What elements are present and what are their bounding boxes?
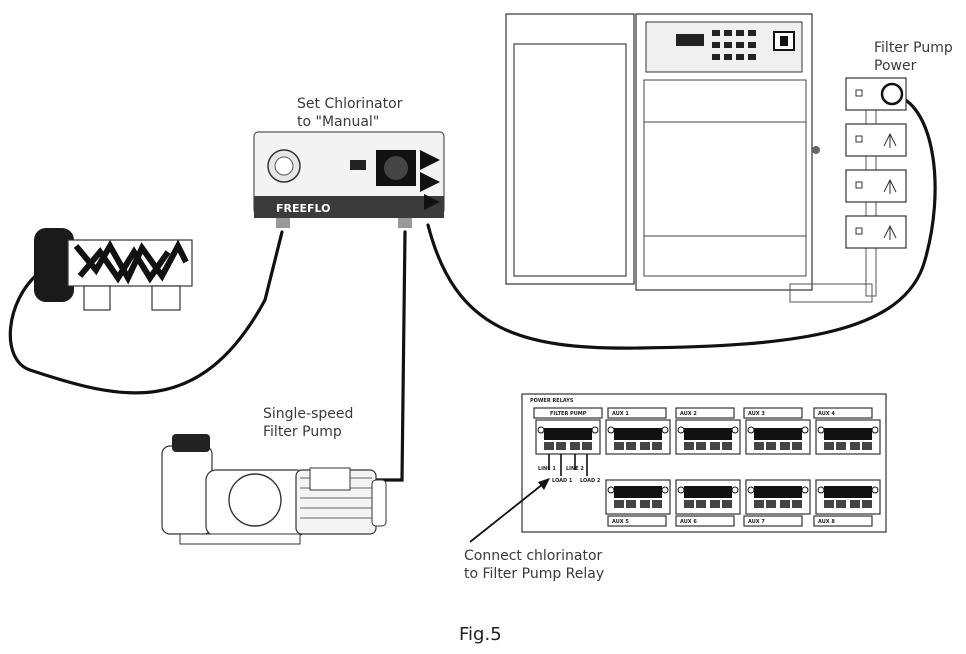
- chlorinator-unit: FREEFLO: [253, 131, 445, 228]
- relay-aux-8: [815, 479, 881, 515]
- figure-caption: Fig.5: [459, 624, 502, 645]
- relay-aux-3: [745, 419, 811, 455]
- terminal-load-2: LOAD 2: [580, 478, 601, 484]
- relay-panel-title: POWER RELAYS: [530, 398, 574, 404]
- relay-aux-2: [675, 419, 741, 455]
- relay-pointer-arrow: [469, 478, 550, 543]
- control-display: [676, 34, 704, 46]
- label-connect-1: Connect chlorinator: [464, 548, 603, 564]
- relay-label-aux-8: AUX 8: [818, 519, 835, 525]
- chlorinator-cell: [34, 228, 193, 311]
- label-set-chlorinator-1: Set Chlorinator: [297, 96, 403, 112]
- relay-aux-1: [605, 419, 671, 455]
- power-outlets: [789, 77, 907, 303]
- label-filter-pump-power-2: Power: [874, 58, 917, 74]
- chlorinator-to-pump-cable: [373, 230, 407, 482]
- relay-label-aux-7: AUX 7: [748, 519, 765, 525]
- relay-label-aux-4: AUX 4: [818, 411, 835, 417]
- chlorinator-to-power-cable: [426, 94, 937, 350]
- relay-filter-pump: [535, 419, 601, 455]
- chlorinator-brand: FREEFLO: [276, 202, 331, 215]
- relay-label-aux-1: AUX 1: [612, 411, 629, 417]
- filter-pump: [161, 434, 387, 545]
- label-connect-2: to Filter Pump Relay: [464, 566, 604, 582]
- label-single-speed-1: Single-speed: [263, 406, 353, 422]
- cell-to-chlorinator-cable: [8, 230, 284, 395]
- relay-aux-6: [675, 479, 741, 515]
- relay-label-filter-pump: FILTER PUMP: [550, 411, 587, 417]
- label-set-chlorinator-2: to "Manual": [297, 114, 379, 130]
- power-relays-panel: POWER RELAYS FILTER PUMP AUX 1 AUX 2 AUX…: [521, 393, 887, 533]
- relay-label-aux-5: AUX 5: [612, 519, 629, 525]
- relay-label-aux-2: AUX 2: [680, 411, 697, 417]
- relay-label-aux-3: AUX 3: [748, 411, 765, 417]
- label-single-speed-2: Filter Pump: [263, 424, 342, 440]
- relay-aux-4: [815, 419, 881, 455]
- relay-label-aux-6: AUX 6: [680, 519, 697, 525]
- relay-aux-7: [745, 479, 811, 515]
- terminal-line-2: LINE 2: [566, 466, 584, 472]
- relay-aux-5: [605, 479, 671, 515]
- terminal-line-1: LINE 1: [538, 466, 556, 472]
- label-filter-pump-power-1: Filter Pump: [874, 40, 953, 56]
- terminal-load-1: LOAD 1: [552, 478, 573, 484]
- control-centre: [505, 13, 820, 291]
